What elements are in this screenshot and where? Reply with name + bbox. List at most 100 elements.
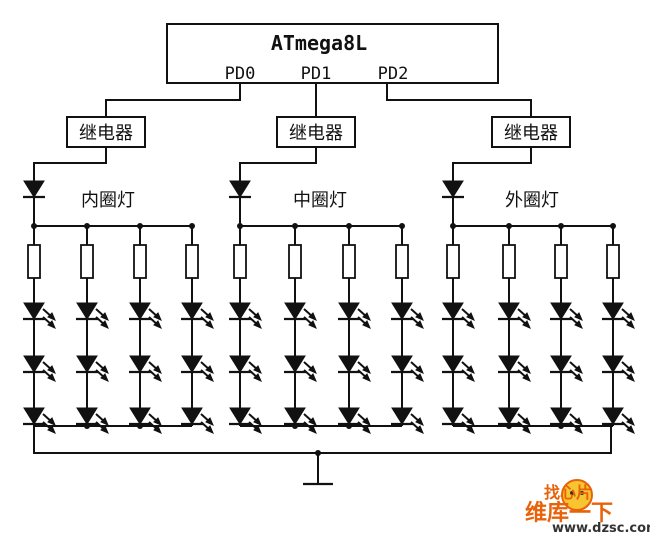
junction-dot [189, 223, 195, 229]
led-string [76, 223, 109, 434]
led-group-outer [442, 180, 635, 434]
relay-box [491, 116, 571, 148]
junction-dot [237, 223, 243, 229]
relay-label: 继电器 [79, 123, 133, 144]
led-string [550, 223, 583, 434]
resistor-icon [554, 244, 568, 279]
resistor-icon [27, 244, 41, 279]
junction-dot [506, 423, 512, 429]
led-icon [23, 355, 56, 382]
led-icon [338, 355, 371, 382]
relay-block-1: 继电器 [276, 116, 356, 148]
junction-dot [292, 223, 298, 229]
led-icon [442, 302, 475, 329]
junction-dot [558, 423, 564, 429]
led-icon [442, 355, 475, 382]
group-label-inner: 内圈灯 [81, 190, 135, 211]
resistor-icon [446, 244, 460, 279]
led-icon [23, 302, 56, 329]
led-icon [76, 355, 109, 382]
led-icon [498, 302, 531, 329]
led-icon [602, 407, 635, 434]
junction-dot [292, 423, 298, 429]
led-icon [391, 355, 424, 382]
led-icon [181, 355, 214, 382]
common-return-wire [33, 426, 612, 454]
mcu-name: ATmega8L [271, 31, 367, 55]
led-string [442, 223, 475, 434]
mcu-block: ATmega8L PD0 PD1 PD2 [166, 23, 499, 84]
led-group-middle [229, 180, 424, 434]
protection-diode-icon [442, 180, 464, 199]
led-icon [229, 355, 262, 382]
junction-dot [84, 423, 90, 429]
pin-pd0: PD0 [225, 64, 256, 84]
led-icon [442, 407, 475, 434]
relay-block-2: 继电器 [491, 116, 571, 148]
led-icon [391, 407, 424, 434]
led-string [229, 223, 262, 434]
led-icon [23, 407, 56, 434]
led-icon [284, 302, 317, 329]
led-icon [550, 302, 583, 329]
led-icon [129, 407, 162, 434]
relay-label: 继电器 [504, 123, 558, 144]
led-icon [284, 407, 317, 434]
led-icon [76, 302, 109, 329]
led-icon [181, 407, 214, 434]
led-icon [602, 355, 635, 382]
led-string [391, 223, 424, 434]
protection-diode-icon [23, 180, 45, 199]
led-string [338, 223, 371, 434]
junction-dot [346, 223, 352, 229]
led-icon [498, 407, 531, 434]
led-string [129, 223, 162, 434]
junction-dot [346, 423, 352, 429]
resistor-icon [233, 244, 247, 279]
watermark-badge: 找心片 [544, 483, 592, 502]
led-string [181, 223, 214, 434]
junction-dot [84, 223, 90, 229]
resistor-icon [80, 244, 94, 279]
resistor-icon [502, 244, 516, 279]
led-icon [181, 302, 214, 329]
watermark-site-cn: 维库一下 [525, 500, 613, 526]
pin-pd1: PD1 [301, 64, 332, 84]
resistor-icon [342, 244, 356, 279]
junction-dot [137, 423, 143, 429]
led-string [23, 223, 56, 434]
watermark-url: www.dzsc.com [552, 521, 650, 536]
junction-dot [558, 223, 564, 229]
led-string [602, 223, 635, 434]
led-icon [602, 302, 635, 329]
junction-dot [450, 223, 456, 229]
led-icon [284, 355, 317, 382]
mascot-icon [561, 479, 593, 511]
led-icon [129, 355, 162, 382]
pin-pd2: PD2 [378, 64, 409, 84]
led-groups [23, 180, 635, 434]
relay-label: 继电器 [289, 123, 343, 144]
resistor-icon [133, 244, 147, 279]
led-group-inner [23, 180, 214, 434]
control-wires [105, 83, 532, 117]
led-icon [76, 407, 109, 434]
protection-diode-icon [229, 180, 251, 199]
led-icon [229, 407, 262, 434]
led-icon [338, 407, 371, 434]
led-icon [129, 302, 162, 329]
resistor-icon [606, 244, 620, 279]
ground-network [33, 426, 612, 486]
led-string [498, 223, 531, 434]
watermark-logo: 找心片 维库一下 www.dzsc.com [525, 479, 650, 536]
led-icon [391, 302, 424, 329]
relay-block-0: 继电器 [66, 116, 146, 148]
relay-output-wires [33, 147, 532, 180]
junction-dot [137, 223, 143, 229]
junction-dot [399, 223, 405, 229]
group-label-outer: 外圈灯 [505, 190, 559, 211]
led-string [284, 223, 317, 434]
resistor-icon [395, 244, 409, 279]
junction-dot [31, 223, 37, 229]
